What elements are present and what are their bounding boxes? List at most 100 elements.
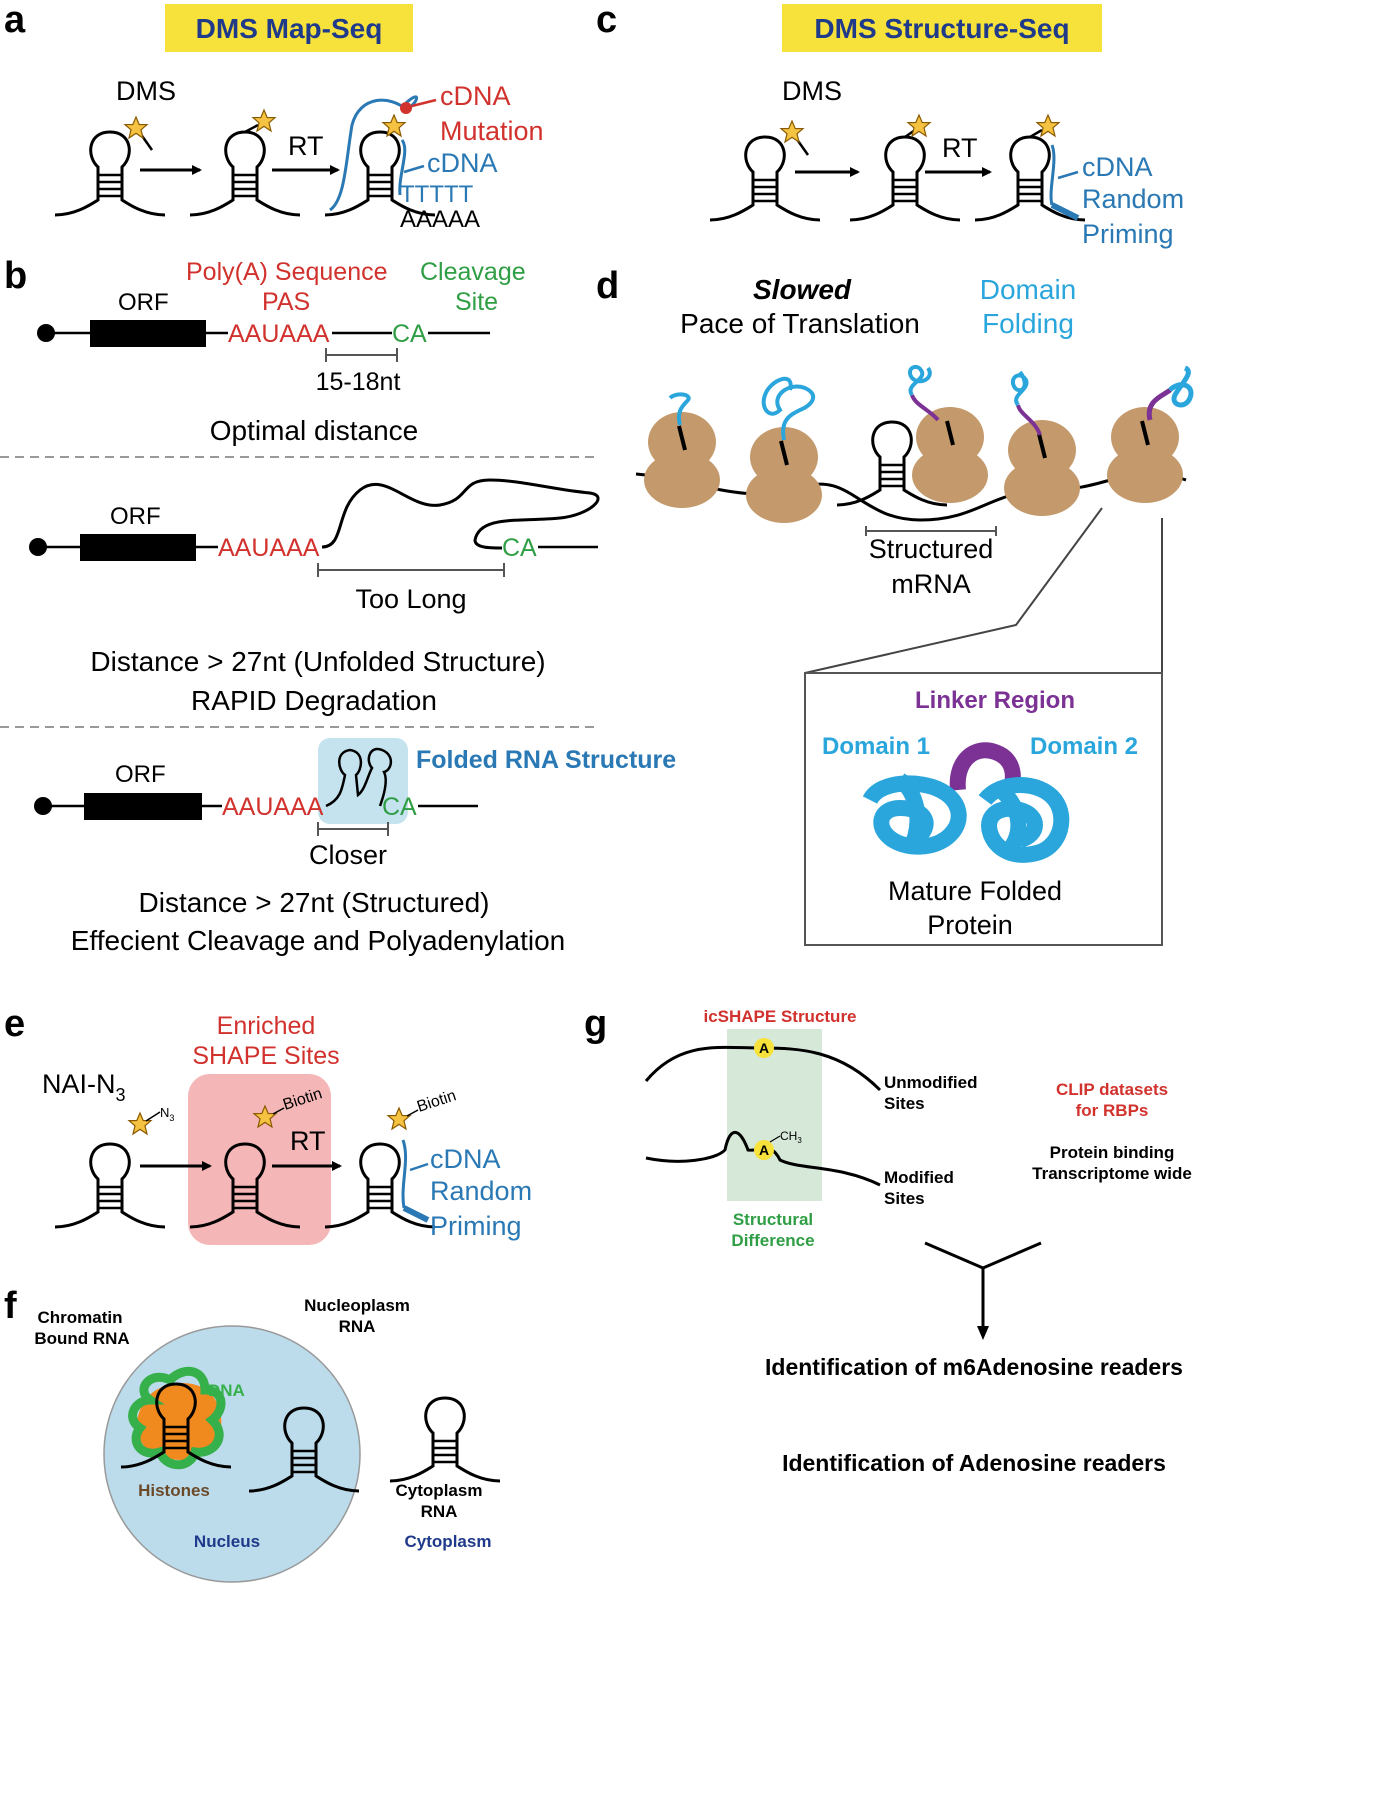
protein-binding-label-2: Transcriptome wide: [1032, 1164, 1192, 1183]
closer-label: Closer: [309, 840, 387, 870]
unfolded-rna: [321, 478, 600, 550]
dna-shape: [128, 1366, 226, 1470]
cleavage-label: Cleavage: [420, 258, 526, 286]
icshape-label: icSHAPE Structure: [703, 1007, 856, 1026]
dms-label-a: DMS: [116, 76, 176, 106]
random-primer: [1050, 202, 1080, 221]
chromatin-label-1: Chromatin: [38, 1308, 123, 1327]
nai-label: NAI-N3: [42, 1069, 126, 1105]
panel-a: a DMS Map-Seq DMS RT cDNA Mutation cDNA …: [4, 0, 544, 233]
poly-a-sequence-label: Poly(A) Sequence: [186, 258, 388, 286]
panel-a-title: DMS Map-Seq: [196, 13, 383, 44]
mutation-dot-icon: [400, 102, 412, 114]
panel-b: b Poly(A) Sequence PAS Cleavage Site ORF…: [0, 255, 676, 956]
ribosome-4: [1002, 418, 1082, 518]
linker-region-label: Linker Region: [915, 687, 1075, 714]
panel-e: e Enriched SHAPE Sites NAI-N3 N3 Biotin …: [4, 1003, 532, 1245]
nucleoplasm-label-2: RNA: [339, 1317, 376, 1336]
cdna-label-a: cDNA: [427, 148, 498, 178]
modified-label-2: Sites: [884, 1189, 925, 1208]
site-label: Site: [455, 288, 498, 316]
cdna-label-e3: Priming: [430, 1211, 522, 1241]
panel-letter-a: a: [4, 0, 26, 41]
panel-letter-b: b: [4, 255, 27, 297]
orf-box-1: [90, 320, 206, 347]
panel-c-title-box: [782, 4, 1102, 52]
mature-folded-label-1: Mature Folded: [888, 876, 1062, 906]
nascent-chain-5: [1168, 365, 1194, 408]
cdna-label-c2: Random: [1082, 184, 1184, 214]
dms-star-icon: [124, 116, 148, 139]
orf-label-1: ORF: [118, 289, 169, 316]
aauaaa-label-3: AAUAAA: [222, 793, 324, 821]
dms-star-icon: [1036, 114, 1060, 137]
enriched-shape-box: [188, 1074, 331, 1245]
structured-mrna-label-1: Structured: [869, 534, 994, 564]
a-label-2: A: [759, 1142, 769, 1158]
ribosome-3: [910, 405, 990, 505]
pace-label: Pace of Translation: [680, 308, 920, 339]
aauaaa-label-2: AAUAAA: [218, 534, 320, 562]
domain-folding-label-1: Domain: [980, 274, 1076, 305]
n3-label: N3: [160, 1105, 174, 1123]
adenosine-dot-2: [754, 1140, 774, 1160]
structural-label-1: Structural: [733, 1210, 813, 1229]
optimal-distance-caption: Optimal distance: [210, 415, 419, 446]
orf-label-2: ORF: [110, 503, 161, 530]
merge-arrow: [924, 1241, 1042, 1332]
cdna-label-c3: Priming: [1082, 219, 1174, 249]
cdna-strand: [329, 98, 408, 212]
modified-label-1: Modified: [884, 1168, 954, 1187]
distance-bracket-2: [317, 563, 505, 577]
panel-f: f Chromatin Bound RNA Nucleoplasm RNA DN…: [4, 1285, 502, 1583]
orf-box-3: [84, 793, 202, 820]
poly-t-label: TTTTT: [400, 181, 474, 208]
panel-c-title: DMS Structure-Seq: [814, 13, 1069, 44]
domain-1-shape: [862, 773, 967, 855]
cdna-mutation-label-1: cDNA: [440, 81, 511, 111]
rna-hairpin-e1: [53, 1142, 167, 1229]
ribosome-5: [1105, 405, 1185, 505]
enriched-label-1: Enriched: [217, 1012, 316, 1040]
unmodified-label-1: Unmodified: [884, 1073, 978, 1092]
clip-label-1: CLIP datasets: [1056, 1080, 1168, 1099]
panel-letter-g: g: [584, 1003, 607, 1045]
ca-label-1: CA: [392, 320, 427, 348]
panel-g: g icSHAPE Structure A Unmodified Sites A…: [584, 1003, 1192, 1476]
panel-letter-d: d: [596, 265, 619, 307]
modified-rna: [645, 1130, 881, 1187]
domain-1-label: Domain 1: [822, 733, 930, 760]
dms-label-c: DMS: [782, 76, 842, 106]
identification-a-label: Identification of Adenosine readers: [782, 1450, 1166, 1476]
rt-label-e: RT: [290, 1126, 326, 1156]
folded-rna-structure-label: Folded RNA Structure: [416, 746, 676, 774]
chromatin-label-2: Bound RNA: [34, 1329, 129, 1348]
mature-folded-label-2: Protein: [927, 910, 1013, 940]
orf-label-3: ORF: [115, 761, 166, 788]
zoom-box: [804, 672, 1163, 946]
cdna-label-c1: cDNA: [1082, 152, 1153, 182]
unfolded-caption-1: Distance > 27nt (Unfolded Structure): [90, 646, 545, 677]
distance-bracket-1: [325, 348, 398, 362]
distance-15-18: 15-18nt: [316, 368, 401, 396]
nai-star-icon: [128, 1112, 152, 1135]
structural-difference-box: [727, 1029, 822, 1201]
nascent-chain-2: [761, 376, 816, 441]
identification-m6a-label: Identification of m6Adenosine readers: [765, 1354, 1183, 1380]
cytoplasm-label: Cytoplasm: [405, 1532, 492, 1551]
zoom-line-left: [804, 507, 1103, 674]
structured-bracket: [865, 526, 997, 536]
dms-star-icon: [780, 120, 804, 143]
aauaaa-label-1: AAUAAA: [228, 320, 330, 348]
distance-bracket-3: [317, 822, 389, 836]
ca-label-3: CA: [382, 793, 417, 821]
dna-label: DNA: [208, 1381, 245, 1400]
structural-label-2: Difference: [731, 1231, 814, 1250]
pas-label: PAS: [262, 288, 310, 316]
cytoplasm-rna-label-1: Cytoplasm: [396, 1481, 483, 1500]
dms-star-icon: [252, 109, 276, 132]
ribosome-1: [642, 410, 722, 510]
rt-label-c: RT: [942, 133, 978, 163]
panel-letter-c: c: [596, 0, 617, 41]
